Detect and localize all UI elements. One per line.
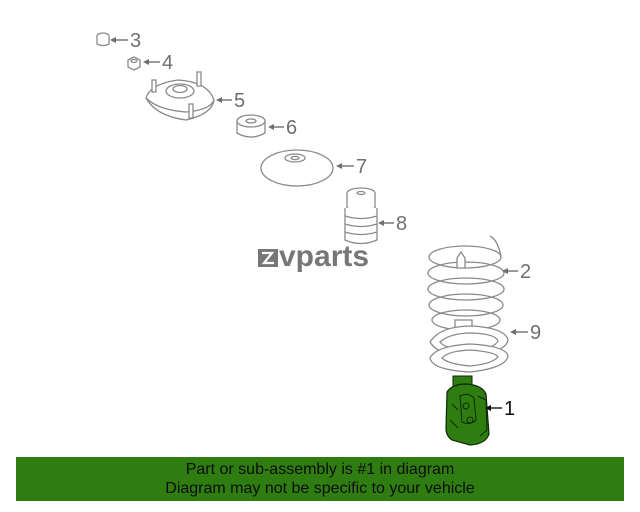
part-9-insulator [429,325,509,373]
info-banner: Part or sub-assembly is #1 in diagram Di… [16,457,624,501]
callout-4[interactable]: 4 [143,52,173,74]
callout-1-label: 1 [504,398,515,420]
watermark-logo: vparts [258,240,369,273]
callout-6[interactable]: 6 [268,117,297,139]
callout-2[interactable]: 2 [502,261,531,283]
banner-line-1: Part or sub-assembly is #1 in diagram [185,461,455,478]
callout-5-label: 5 [234,90,245,112]
part-2-coil-spring [427,235,505,331]
part-4-nut [127,56,141,71]
banner-line-2: Diagram may not be specific to your vehi… [165,480,475,497]
part-7-seat [260,149,334,187]
callout-8-label: 8 [396,213,407,235]
callout-7[interactable]: 7 [336,156,367,178]
callout-9[interactable]: 9 [510,322,541,344]
part-1-strut-assembly [445,375,490,446]
watermark-text: vparts [279,240,369,273]
callout-1[interactable]: 1 [485,398,515,420]
callout-3-label: 3 [130,30,141,52]
callout-9-label: 9 [530,322,541,344]
callout-4-label: 4 [162,52,173,74]
callout-2-label: 2 [520,261,531,283]
callout-6-label: 6 [286,117,297,139]
callout-8[interactable]: 8 [378,213,407,235]
callout-7-label: 7 [356,156,367,178]
callout-5[interactable]: 5 [216,90,245,112]
part-5-strut-mount [145,71,215,121]
callout-3[interactable]: 3 [110,30,141,52]
part-8-bump-stop [344,187,378,245]
part-3-cap [96,32,110,47]
part-6-bushing [236,114,266,138]
